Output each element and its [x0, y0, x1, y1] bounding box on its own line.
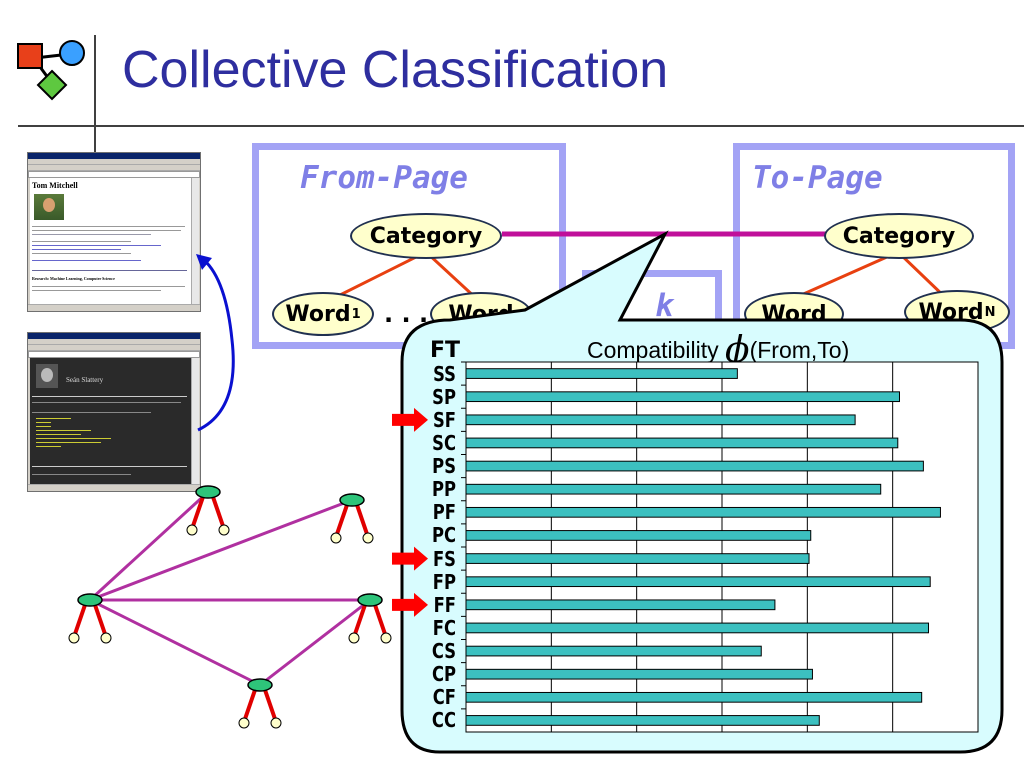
- chart-bar-pc: [465, 530, 812, 541]
- chart-category-label: CP: [431, 662, 456, 687]
- browser-window-tom-mitchell: Tom Mitchell Research: Machine Learning,…: [27, 152, 201, 312]
- ft-axis-label: FT: [430, 338, 461, 363]
- chart-category-label: CS: [431, 639, 456, 664]
- browser2-heading: Seán Slattery: [66, 376, 104, 384]
- chart-bar-ss: [465, 368, 738, 379]
- logo-icon: [17, 40, 85, 101]
- browser-window-sean-slattery: Seán Slattery: [27, 332, 201, 492]
- chart-bar-cc: [465, 715, 820, 726]
- chart-category-label: FS: [432, 546, 456, 571]
- chart-category-label: PF: [432, 500, 456, 525]
- portrait-photo-2: [36, 364, 58, 388]
- network-node: [68, 593, 112, 644]
- chart-category-label: SS: [433, 361, 456, 386]
- browser1-section: Research: Machine Learning, Computer Sci…: [32, 276, 115, 281]
- chart-bar-cs: [465, 645, 762, 657]
- chart-category-label: FC: [432, 615, 456, 640]
- chart-category-label: SF: [432, 407, 456, 432]
- chart-category-label: CF: [432, 685, 456, 710]
- from-ellipsis: . . .: [384, 300, 429, 328]
- chart-category-label: SP: [432, 384, 456, 409]
- network-node: [186, 485, 230, 536]
- chart-bar-pf: [465, 506, 941, 518]
- hyperlink-arrow: [196, 254, 235, 432]
- chart-bar-cp: [465, 668, 813, 680]
- to-category-node: Category: [824, 213, 974, 259]
- chart-bar-ps: [465, 460, 924, 472]
- chart-category-label: PS: [432, 454, 456, 479]
- chart-bar-fc: [465, 622, 930, 634]
- highlight-arrow-ff: [392, 592, 428, 617]
- title-vertical-rule: [94, 35, 96, 155]
- chart-bar-sf: [465, 414, 856, 426]
- chart-category-label: SC: [432, 430, 456, 455]
- highlight-arrow-sf: [392, 407, 428, 432]
- link-box-label: k: [655, 288, 674, 324]
- chart-category-label: FF: [433, 592, 456, 617]
- network-node: [238, 678, 282, 729]
- to-page-title: To-Page: [752, 160, 883, 196]
- slide-title: Collective Classification: [122, 41, 669, 99]
- from-page-title: From-Page: [300, 160, 468, 196]
- chart-bar-cf: [465, 691, 923, 703]
- chart-category-label: FP: [432, 569, 456, 594]
- title-horizontal-rule: [18, 125, 1024, 127]
- chart-bar-fp: [465, 576, 931, 588]
- chart-bar-sc: [465, 437, 899, 449]
- from-category-node: Category: [350, 213, 502, 259]
- chart-bar-ff: [465, 599, 776, 611]
- chart-category-label: PP: [431, 477, 456, 502]
- portrait-photo: [34, 194, 64, 220]
- chart-bar-pp: [465, 483, 882, 495]
- chart-category-label: CC: [431, 708, 456, 733]
- network-graph: [68, 485, 392, 729]
- chart-bar-fs: [465, 553, 810, 564]
- network-node: [330, 493, 374, 544]
- highlight-arrows: [392, 407, 428, 617]
- highlight-arrow-fs: [392, 546, 428, 571]
- network-node: [348, 593, 392, 644]
- browser1-heading: Tom Mitchell: [32, 181, 78, 190]
- chart-category-label: PC: [431, 523, 456, 548]
- chart-bar-sp: [465, 391, 900, 403]
